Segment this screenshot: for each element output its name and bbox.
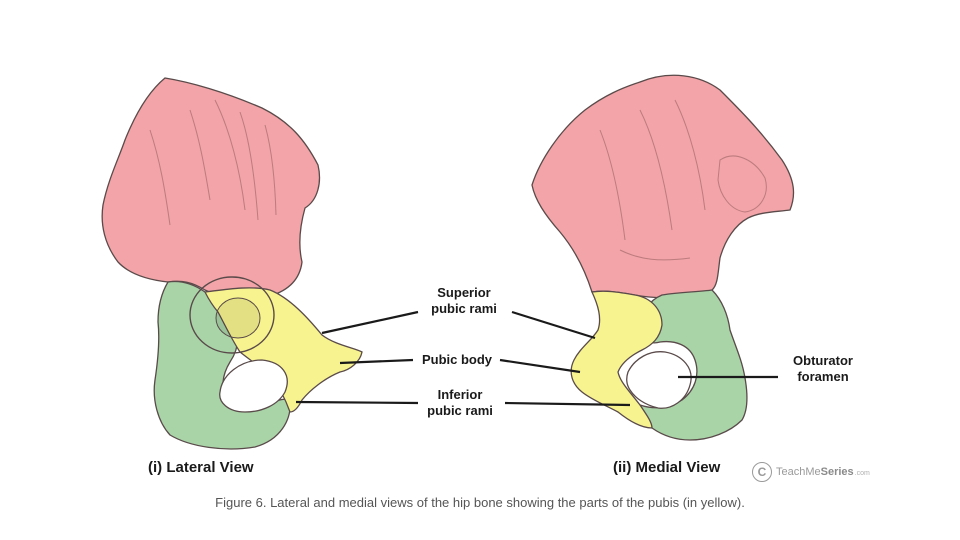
leader-pubic-body-right [499, 358, 581, 374]
label-obturator-line1: Obturator [793, 353, 853, 368]
lateral-acetabular-fossa [215, 297, 261, 339]
lateral-obturator-foramen [219, 359, 288, 413]
label-superior-line2: pubic rami [431, 301, 497, 316]
leader-pubic-body-left [339, 358, 414, 365]
medial-view-title: (ii) Medial View [613, 459, 721, 476]
medial-auricular-surface [717, 155, 767, 213]
label-inferior-line2: pubic rami [427, 403, 493, 418]
label-inferior-pubic-rami: Inferior pubic rami [412, 387, 508, 419]
label-obturator-line2: foramen [797, 369, 849, 384]
brand-name-suffix: Series [820, 466, 854, 478]
medial-ilium-shading [599, 99, 706, 261]
brand-name: TeachMeSeries.com [776, 466, 870, 478]
medial-obturator-foramen [626, 351, 692, 409]
leader-superior-left [321, 310, 419, 335]
medial-pubis [570, 290, 663, 429]
lateral-view-bone [101, 77, 363, 450]
leader-superior-right [511, 310, 596, 340]
label-obturator-foramen: Obturator foramen [778, 353, 868, 385]
figure-caption: Figure 6. Lateral and medial views of th… [215, 495, 745, 510]
label-superior-pubic-rami: Superior pubic rami [414, 285, 514, 317]
leader-lines [295, 310, 778, 407]
lateral-ilium-shading [149, 99, 277, 226]
brand-name-prefix: TeachMe [776, 466, 821, 478]
label-inferior-line1: Inferior [437, 387, 483, 402]
medial-ilium [531, 74, 795, 299]
lateral-ilium [101, 77, 321, 300]
copyright-icon: C [752, 462, 772, 482]
medial-view-bone [531, 74, 795, 441]
lateral-acetabulum [189, 276, 275, 354]
brand-domain: .com [854, 470, 870, 477]
label-pubic-body: Pubic body [421, 352, 493, 367]
lateral-view-title: (i) Lateral View [148, 459, 254, 476]
lateral-pubis [204, 287, 363, 413]
leader-inferior-right [504, 401, 631, 407]
brand-logo: C TeachMeSeries.com [752, 460, 870, 484]
leader-inferior-left [295, 400, 419, 405]
label-superior-line1: Superior [437, 285, 491, 300]
